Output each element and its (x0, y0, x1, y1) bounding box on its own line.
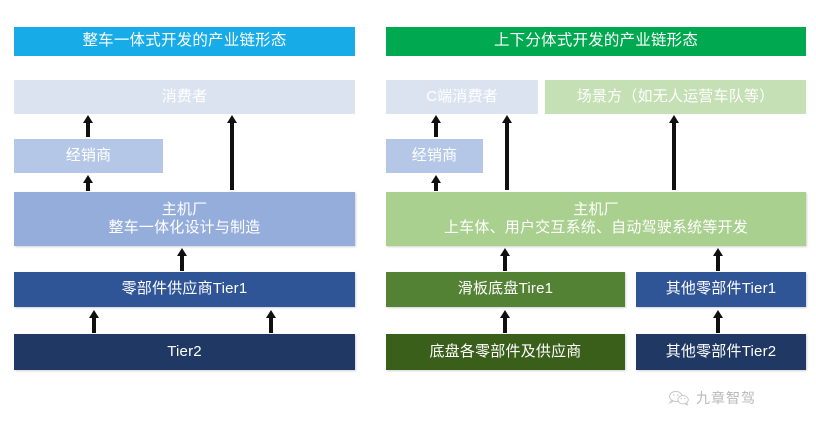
node-consumer: 消费者 (14, 80, 355, 114)
left-panel-header-label: 整车一体式开发的产业链形态 (82, 32, 287, 50)
arrow-oem-right-to-dealer-right (434, 182, 438, 191)
node-other-tier2: 其他零部件Tier2 (636, 334, 806, 370)
arrow-other-tier1-to-oem-right (716, 255, 720, 271)
watermark: 九章智驾 (668, 388, 756, 408)
node-chassis-suppliers: 底盘各零部件及供应商 (386, 334, 625, 370)
node-scenario: 场景方（如无人运营车队等） (545, 80, 806, 114)
node-oem-right-line1: 主机厂 (573, 200, 619, 218)
node-oem-right-line2: 上车体、用户交互系统、自动驾驶系统等开发 (443, 219, 748, 236)
node-dealer: 经销商 (14, 139, 163, 173)
node-skateboard-tier1-label: 滑板底盘Tire1 (457, 280, 554, 298)
arrow-tier2-to-tier1-a (92, 317, 96, 333)
node-tier1-left: 零部件供应商Tier1 (14, 272, 355, 307)
watermark-label: 九章智驾 (696, 390, 756, 406)
wechat-icon (668, 389, 690, 407)
arrow-oem-to-scenario (672, 122, 676, 190)
node-oem-left-line1: 主机厂 (161, 200, 208, 218)
arrow-oem-to-consumer (230, 122, 234, 190)
node-other-tier1: 其他零部件Tier1 (636, 272, 806, 307)
node-dealer-right: 经销商 (386, 139, 483, 173)
arrow-dealer-to-consumer (86, 122, 90, 137)
node-dealer-label: 经销商 (65, 146, 112, 164)
arrow-oem-to-dealer (86, 182, 90, 191)
arrow-tier1-to-oem (180, 255, 184, 271)
node-chassis-suppliers-label: 底盘各零部件及供应商 (429, 342, 582, 360)
left-panel-header: 整车一体式开发的产业链形态 (14, 27, 355, 56)
node-other-tier1-label: 其他零部件Tier1 (665, 280, 777, 298)
node-c-consumer-label: C端消费者 (426, 87, 498, 105)
node-dealer-right-label: 经销商 (411, 146, 458, 164)
node-c-consumer: C端消费者 (386, 80, 538, 114)
arrow-skateboard-to-oem-right (503, 255, 507, 271)
node-tier2-left-label: Tier2 (167, 342, 202, 360)
arrow-tier2-to-tier1-b (269, 317, 273, 333)
right-panel-header: 上下分体式开发的产业链形态 (386, 27, 806, 56)
right-panel-header-label: 上下分体式开发的产业链形态 (493, 32, 699, 50)
node-tier1-left-label: 零部件供应商Tier1 (121, 280, 248, 298)
node-oem-right: 主机厂 上车体、用户交互系统、自动驾驶系统等开发 (386, 192, 806, 246)
node-tier2-left: Tier2 (14, 334, 355, 370)
node-oem-left: 主机厂 整车一体化设计与制造 (14, 192, 355, 246)
arrow-chassis-to-skateboard (503, 317, 507, 333)
node-consumer-label: 消费者 (161, 87, 208, 105)
node-skateboard-tier1: 滑板底盘Tire1 (386, 272, 625, 307)
node-other-tier2-label: 其他零部件Tier2 (665, 342, 777, 360)
arrow-dealer-to-c-consumer (434, 122, 438, 137)
arrow-oem-to-c-consumer (505, 122, 509, 190)
node-scenario-label: 场景方（如无人运营车队等） (576, 87, 775, 105)
arrow-other-tier2-to-other-tier1 (716, 317, 720, 333)
node-oem-left-line2: 整车一体化设计与制造 (108, 219, 261, 236)
